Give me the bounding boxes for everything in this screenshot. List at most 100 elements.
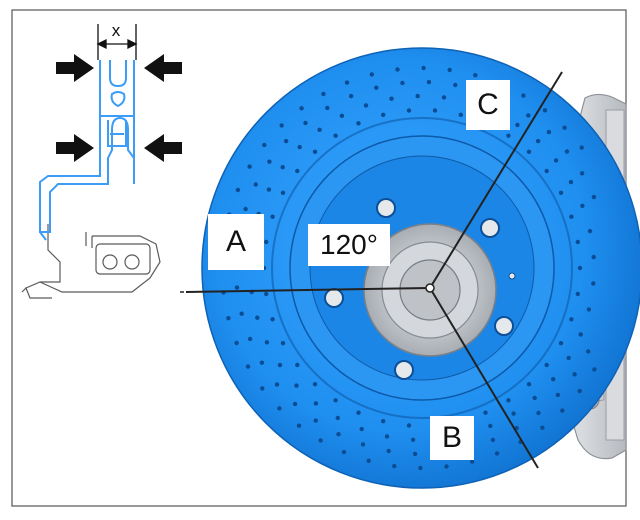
drill-hole — [575, 239, 580, 245]
drill-hole — [333, 398, 338, 403]
drill-hole — [511, 411, 516, 416]
drill-hole — [318, 438, 323, 443]
drill-hole — [234, 285, 240, 290]
zone-b-label: B — [430, 416, 474, 460]
drill-hole — [515, 122, 520, 128]
drill-hole — [280, 190, 286, 195]
drill-hole — [412, 451, 418, 457]
drill-hole — [366, 458, 371, 463]
drill-hole — [384, 434, 390, 439]
drill-hole — [488, 423, 493, 429]
arrow-right-icon — [56, 54, 94, 162]
drill-hole — [453, 82, 458, 88]
drill-hole — [260, 386, 265, 391]
drill-hole — [389, 96, 394, 101]
drill-hole — [356, 121, 361, 126]
drill-hole — [279, 123, 284, 128]
drill-hole — [558, 341, 564, 346]
drill-hole — [335, 415, 340, 421]
drill-hole — [470, 459, 475, 464]
drill-hole — [586, 307, 592, 312]
measurement-drawing — [21, 24, 182, 299]
drill-hole — [280, 341, 286, 346]
drill-hole — [247, 336, 253, 342]
drill-hole — [359, 426, 364, 432]
drill-hole — [262, 142, 267, 148]
drill-hole — [292, 401, 298, 407]
drill-hole — [280, 165, 285, 170]
drill-hole — [494, 451, 500, 456]
drill-hole — [587, 228, 593, 234]
drill-hole — [526, 382, 532, 387]
drill-hole — [381, 419, 386, 424]
angle-label: 120° — [308, 224, 390, 266]
drill-hole — [575, 291, 580, 297]
drill-hole — [296, 423, 302, 428]
drill-hole — [572, 372, 577, 377]
drill-hole — [592, 367, 597, 372]
drill-hole — [312, 382, 318, 387]
drill-hole — [577, 388, 582, 394]
drill-hole — [245, 364, 251, 369]
drill-hole — [569, 214, 574, 219]
drill-hole — [473, 73, 478, 78]
drill-hole — [421, 65, 426, 71]
division-lines — [185, 71, 563, 469]
drill-hole — [591, 194, 597, 200]
center-point — [425, 283, 435, 293]
brake-disc — [201, 47, 640, 489]
drill-hole — [381, 112, 386, 118]
drill-hole — [348, 93, 354, 99]
drill-hole — [247, 164, 252, 169]
drill-hole — [546, 129, 552, 135]
drill-hole — [432, 108, 438, 113]
dimension-x-label: x — [111, 21, 121, 40]
drill-hole — [264, 291, 269, 297]
drill-hole — [294, 383, 299, 388]
drill-hole — [226, 316, 231, 321]
drill-hole — [591, 281, 596, 286]
drill-hole — [447, 67, 452, 73]
drill-hole — [369, 72, 374, 77]
drill-hole — [410, 437, 416, 442]
drill-hole — [560, 408, 565, 413]
drill-hole — [553, 158, 559, 163]
drill-hole — [266, 187, 272, 192]
drill-hole — [303, 120, 308, 126]
drill-hole — [312, 149, 318, 154]
drill-hole — [374, 85, 379, 90]
drill-hole — [243, 206, 248, 212]
drill-hole — [568, 179, 574, 185]
drill-hole — [458, 112, 463, 118]
drill-hole — [591, 254, 596, 260]
drill-hole — [586, 349, 591, 354]
drill-hole — [562, 125, 567, 130]
drill-hole — [325, 105, 330, 111]
drill-hole — [392, 463, 397, 469]
drill-hole — [395, 67, 400, 72]
drill-hole — [277, 362, 283, 368]
drill-hole — [569, 317, 574, 322]
drill-hole — [344, 80, 350, 85]
drill-hole — [400, 80, 405, 86]
drill-hole — [566, 355, 571, 361]
drill-hole — [336, 432, 341, 437]
drill-hole — [490, 437, 496, 443]
drill-hole — [239, 311, 244, 316]
drill-hole — [426, 79, 432, 85]
drill-hole — [444, 464, 449, 469]
arrow-left-icon — [144, 54, 182, 162]
drill-hole — [564, 149, 570, 154]
drill-hole — [317, 127, 322, 132]
drill-hole — [297, 144, 302, 150]
drill-hole — [253, 182, 258, 187]
drill-hole — [544, 168, 549, 174]
drill-hole — [551, 377, 556, 382]
drill-hole — [267, 159, 272, 164]
drill-hole — [264, 340, 270, 345]
drill-hole — [555, 392, 561, 398]
drill-hole — [483, 410, 488, 415]
drill-hole — [360, 442, 366, 447]
